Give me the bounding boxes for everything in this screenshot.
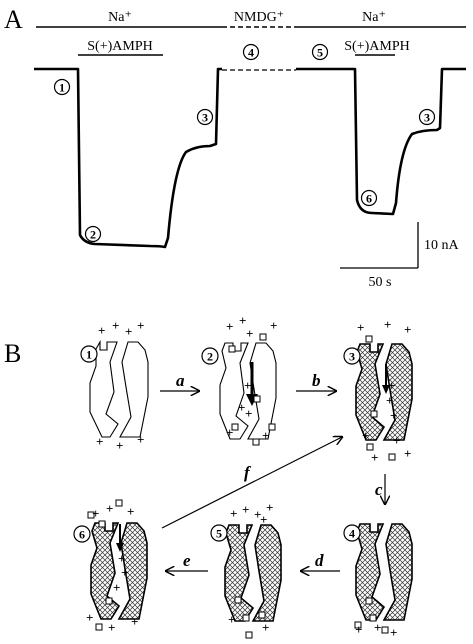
svg-text:+: + xyxy=(86,610,93,625)
svg-text:+: + xyxy=(266,500,273,515)
transporter-state-3: 3 xyxy=(343,343,413,441)
svg-text:+: + xyxy=(108,620,115,635)
arrow-a-label: a xyxy=(176,371,185,390)
svg-text:+: + xyxy=(96,434,103,449)
svg-text:2: 2 xyxy=(207,350,213,364)
trace-marker-3b: 3 xyxy=(418,108,436,126)
current-trace-1 xyxy=(34,67,222,249)
svg-text:+: + xyxy=(137,432,144,447)
svg-text:+: + xyxy=(371,450,378,465)
svg-text:4: 4 xyxy=(248,46,254,60)
svg-text:+: + xyxy=(384,317,391,332)
na-label-right: Na⁺ xyxy=(362,10,386,25)
svg-text:+: + xyxy=(404,446,411,461)
scale-bar: 10 nA 50 s xyxy=(340,222,460,290)
svg-text:6: 6 xyxy=(366,192,372,206)
svg-text:+: + xyxy=(362,428,369,443)
svg-text:+: + xyxy=(246,326,253,341)
svg-text:+: + xyxy=(121,565,128,580)
svg-text:3: 3 xyxy=(202,111,208,125)
svg-text:+: + xyxy=(238,400,245,415)
svg-text:3: 3 xyxy=(424,111,430,125)
svg-text:+: + xyxy=(244,378,251,393)
nmdg-label: NMDG⁺ xyxy=(234,10,284,25)
svg-text:+: + xyxy=(131,614,138,629)
svg-text:+: + xyxy=(125,324,132,339)
svg-text:+: + xyxy=(245,406,252,421)
transporter-state-4: 4 xyxy=(343,523,413,621)
scale-current-label: 10 nA xyxy=(424,238,460,253)
svg-text:+: + xyxy=(374,620,381,635)
na-label-left: Na⁺ xyxy=(108,10,132,25)
svg-text:+: + xyxy=(262,428,269,443)
scale-time-label: 50 s xyxy=(369,275,392,290)
svg-text:5: 5 xyxy=(216,527,222,541)
svg-text:6: 6 xyxy=(79,528,85,542)
svg-text:+: + xyxy=(357,320,364,335)
svg-text:4: 4 xyxy=(349,527,355,541)
svg-text:+: + xyxy=(113,580,120,595)
trace-marker-3a: 3 xyxy=(196,108,214,126)
svg-text:+: + xyxy=(262,620,269,635)
transporter-state-5: 5 xyxy=(210,524,282,622)
trace-marker-1: 1 xyxy=(53,78,71,96)
svg-text:+: + xyxy=(106,501,113,516)
svg-text:+: + xyxy=(116,438,123,453)
arrow-b-label: b xyxy=(312,371,321,390)
amph-label-left: S(+)AMPH xyxy=(87,39,152,54)
transporter-state-2: 2 xyxy=(201,342,277,440)
amph-label-right: S(+)AMPH xyxy=(344,39,409,54)
svg-text:+: + xyxy=(393,433,400,448)
svg-text:1: 1 xyxy=(86,348,92,362)
svg-text:+: + xyxy=(242,502,249,517)
panel-a-label: A xyxy=(4,5,23,34)
svg-text:+: + xyxy=(127,504,134,519)
svg-text:+: + xyxy=(270,318,277,333)
svg-text:5: 5 xyxy=(317,46,323,60)
svg-text:+: + xyxy=(386,393,393,408)
svg-text:+: + xyxy=(92,506,99,521)
svg-text:+: + xyxy=(228,612,235,627)
current-trace-2 xyxy=(296,67,466,216)
trace-marker-5: 5 xyxy=(311,43,329,61)
arrow-c-label: c xyxy=(375,480,383,499)
svg-text:+: + xyxy=(118,551,125,566)
svg-text:+: + xyxy=(226,425,233,440)
svg-text:+: + xyxy=(98,323,105,338)
na-ions: + + + + + + + + + + + + + + + + + + + + … xyxy=(86,313,411,640)
trace-marker-4: 4 xyxy=(242,43,260,61)
transporter-state-1: 1 xyxy=(80,339,149,438)
svg-text:+: + xyxy=(239,313,246,328)
substrate-molecules xyxy=(87,333,396,639)
svg-text:+: + xyxy=(254,507,261,522)
transporter-state-6: 6 xyxy=(73,522,148,620)
transition-arrows: a b c d e f xyxy=(160,371,385,571)
arrow-f xyxy=(161,437,342,529)
svg-text:+: + xyxy=(226,319,233,334)
svg-text:+: + xyxy=(355,622,362,637)
trace-marker-2: 2 xyxy=(84,225,102,243)
svg-text:2: 2 xyxy=(90,228,96,242)
svg-text:+: + xyxy=(390,408,397,423)
svg-text:+: + xyxy=(230,506,237,521)
svg-text:+: + xyxy=(112,318,119,333)
arrow-d-label: d xyxy=(315,551,324,570)
arrow-f-label: f xyxy=(244,463,252,482)
svg-text:+: + xyxy=(260,512,267,527)
trace-marker-6: 6 xyxy=(360,189,378,207)
svg-text:3: 3 xyxy=(349,350,355,364)
arrow-e-label: e xyxy=(183,551,191,570)
svg-text:+: + xyxy=(390,625,397,639)
svg-text:1: 1 xyxy=(59,81,65,95)
svg-text:+: + xyxy=(137,318,144,333)
svg-text:+: + xyxy=(404,322,411,337)
panel-b-label: B xyxy=(4,339,21,368)
svg-text:+: + xyxy=(388,378,395,393)
